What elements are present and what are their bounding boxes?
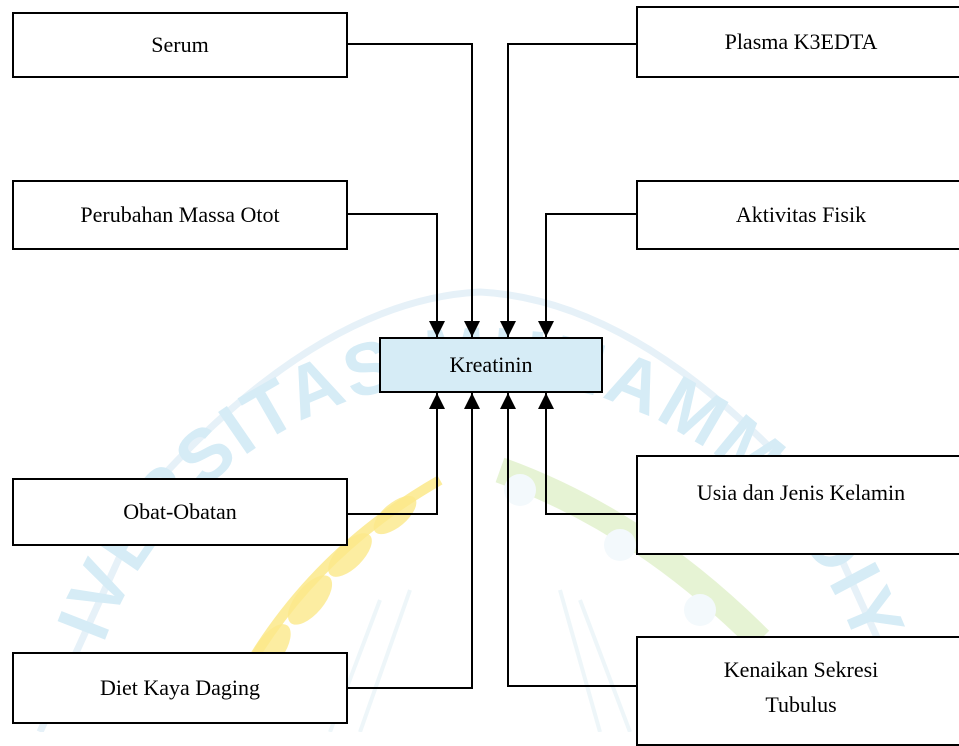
factor-node-serum: Serum	[12, 12, 348, 78]
factor-node-aktivitas: Aktivitas Fisik	[636, 180, 959, 250]
factor-node-plasma: Plasma K3EDTA	[636, 6, 959, 78]
center-node-label: Kreatinin	[449, 347, 532, 382]
connector-plasma	[508, 44, 636, 337]
factor-label: Usia dan Jenis Kelamin	[697, 475, 905, 510]
factor-label: Aktivitas Fisik	[736, 197, 866, 232]
factor-node-diet: Diet Kaya Daging	[12, 652, 348, 724]
factor-node-usia: Usia dan Jenis Kelamin	[636, 455, 959, 555]
center-node-kreatinin: Kreatinin	[379, 337, 603, 393]
connector-serum	[348, 44, 472, 337]
connector-usia	[546, 393, 636, 514]
connector-massa-otot	[348, 214, 437, 337]
factor-label: Diet Kaya Daging	[100, 670, 260, 705]
connector-aktivitas	[546, 214, 636, 337]
factor-label: Plasma K3EDTA	[725, 24, 878, 59]
factor-label: Perubahan Massa Otot	[80, 197, 279, 232]
factor-label: Obat-Obatan	[123, 494, 237, 529]
connector-sekresi	[508, 393, 636, 686]
factor-node-sekresi: Kenaikan Sekresi Tubulus	[636, 636, 959, 746]
connector-diet	[348, 393, 472, 688]
connector-obat	[348, 393, 437, 514]
factor-label: Serum	[151, 27, 208, 62]
factor-node-massa-otot: Perubahan Massa Otot	[12, 180, 348, 250]
factor-label: Kenaikan Sekresi Tubulus	[698, 652, 904, 722]
factor-node-obat: Obat-Obatan	[12, 478, 348, 546]
